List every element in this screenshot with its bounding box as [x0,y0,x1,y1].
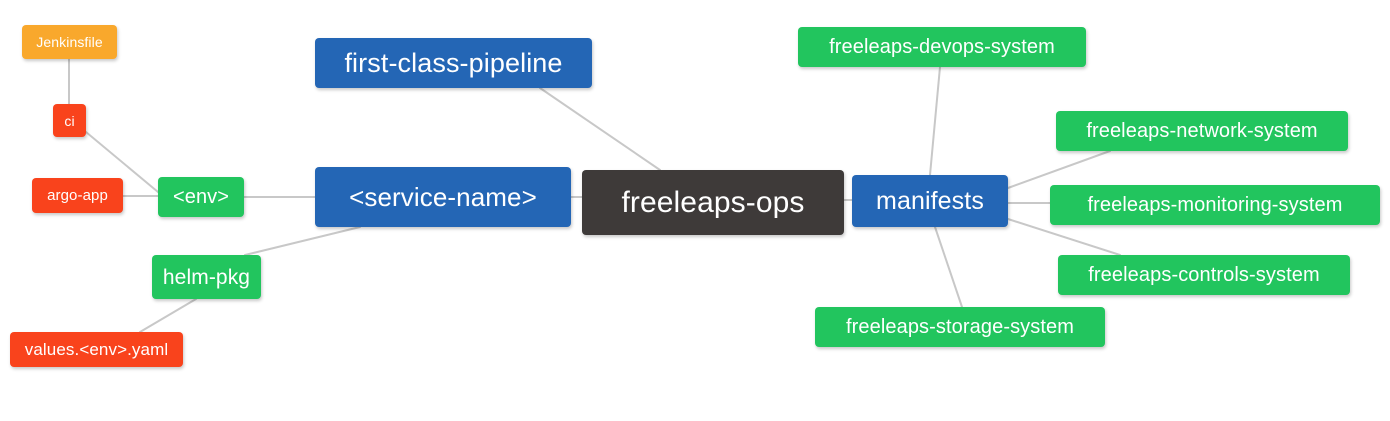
edge-manifests-to-freeleaps-storage-system [934,226,963,308]
node-helm-pkg[interactable]: helm-pkg [152,255,261,299]
node-label-argo-app: argo-app [47,187,108,204]
node-env[interactable]: <env> [158,177,244,217]
node-label-manifests: manifests [876,186,984,215]
node-label-freeleaps-monitoring-system: freeleaps-monitoring-system [1087,194,1343,216]
node-label-values-yaml: values.<env>.yaml [24,340,169,359]
node-label-freeleaps-devops-system: freeleaps-devops-system [829,36,1055,58]
node-label-freeleaps-ops: freeleaps-ops [621,185,805,219]
node-ci[interactable]: ci [53,104,86,137]
node-freeleaps-ops[interactable]: freeleaps-ops [582,170,844,235]
node-label-freeleaps-network-system: freeleaps-network-system [1086,120,1318,142]
node-label-ci: ci [64,112,75,129]
node-manifests[interactable]: manifests [852,175,1008,227]
node-service-name[interactable]: <service-name> [315,167,571,227]
node-label-freeleaps-controls-system: freeleaps-controls-system [1088,264,1320,286]
node-first-class-pipeline[interactable]: first-class-pipeline [315,38,592,88]
node-freeleaps-controls-system[interactable]: freeleaps-controls-system [1058,255,1350,295]
node-label-env: <env> [172,186,230,208]
node-label-service-name: <service-name> [349,182,537,212]
node-jenkinsfile[interactable]: Jenkinsfile [22,25,117,59]
node-freeleaps-network-system[interactable]: freeleaps-network-system [1056,111,1348,151]
node-freeleaps-storage-system[interactable]: freeleaps-storage-system [815,307,1105,347]
node-argo-app[interactable]: argo-app [32,178,123,213]
edge-helm-pkg-to-service-name [244,226,361,256]
node-label-first-class-pipeline: first-class-pipeline [344,47,563,78]
edge-manifests-to-freeleaps-devops-system [929,66,941,176]
edge-first-class-pipeline-to-freeleaps-ops [539,87,661,171]
edge-manifests-to-freeleaps-network-system [1007,150,1111,189]
node-freeleaps-devops-system[interactable]: freeleaps-devops-system [798,27,1086,67]
node-label-helm-pkg: helm-pkg [162,265,251,289]
node-values-yaml[interactable]: values.<env>.yaml [10,332,183,367]
edge-values-yaml-to-helm-pkg [139,298,197,333]
node-label-jenkinsfile: Jenkinsfile [36,34,103,50]
node-freeleaps-monitoring-system[interactable]: freeleaps-monitoring-system [1050,185,1380,225]
node-label-freeleaps-storage-system: freeleaps-storage-system [845,316,1075,338]
